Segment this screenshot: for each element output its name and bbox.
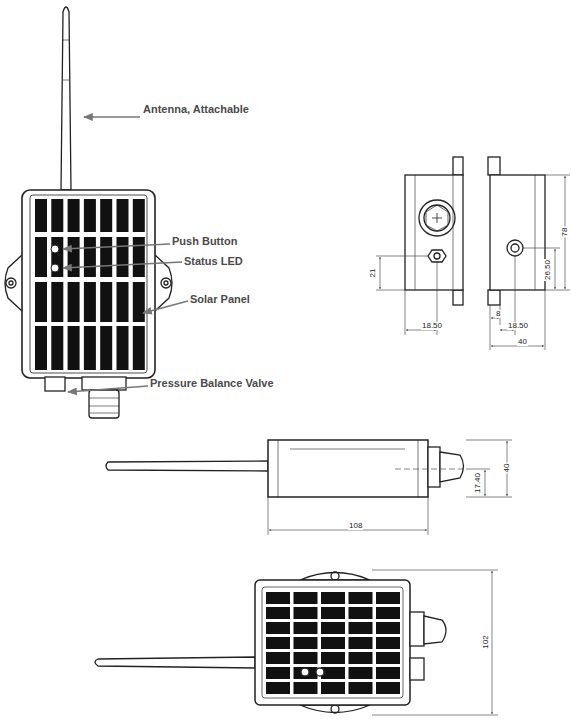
dimension: 18.50 [507, 322, 529, 330]
solar-cell [133, 282, 145, 322]
dimension: 108 [348, 522, 363, 530]
dimension: 21 [369, 268, 377, 279]
solar-cell [35, 326, 47, 370]
solar-cell [376, 652, 400, 664]
callout-label: Status LED [184, 256, 243, 267]
solar-cell [349, 682, 373, 694]
solar-cell [266, 592, 290, 604]
solar-cell [84, 326, 96, 370]
solar-cell [349, 607, 373, 619]
solar-cell [68, 282, 80, 322]
solar-cell [117, 237, 129, 277]
dimension: 40 [503, 463, 511, 474]
solar-cell [117, 282, 129, 322]
solar-cell [294, 652, 318, 664]
solar-cell [376, 592, 400, 604]
solar-cell [51, 199, 63, 232]
solar-cell [321, 622, 345, 634]
solar-cell [349, 622, 373, 634]
dimension: 40 [517, 338, 528, 346]
solar-cell [349, 592, 373, 604]
solar-cell [133, 237, 145, 277]
solar-cell [349, 637, 373, 649]
callout-label: Antenna, Attachable [143, 104, 249, 115]
solar-cell [321, 652, 345, 664]
solar-cell [376, 637, 400, 649]
solar-cell [84, 237, 96, 277]
solar-cell [294, 637, 318, 649]
solar-cell [294, 622, 318, 634]
solar-cell [266, 667, 290, 679]
solar-cell [51, 282, 63, 322]
solar-cell [376, 607, 400, 619]
solar-cell [68, 237, 80, 277]
solar-cell [100, 326, 112, 370]
solar-cell [376, 622, 400, 634]
solar-cell [376, 682, 400, 694]
solar-cell [376, 667, 400, 679]
solar-cell [321, 667, 345, 679]
solar-cell [266, 607, 290, 619]
solar-cell [349, 652, 373, 664]
dimension: 17.40 [474, 472, 482, 494]
solar-cell [266, 652, 290, 664]
solar-cell [35, 199, 47, 232]
solar-cell [133, 326, 145, 370]
solar-cell [266, 637, 290, 649]
solar-cell [294, 667, 318, 679]
solar-cell [266, 682, 290, 694]
solar-cell [84, 199, 96, 232]
solar-cell [117, 326, 129, 370]
solar-cell [294, 682, 318, 694]
callout-label: Pressure Balance Valve [150, 378, 274, 389]
solar-cell [68, 326, 80, 370]
dimension: 8 [495, 310, 501, 318]
callout-label: Solar Panel [190, 294, 250, 305]
solar-cell [294, 607, 318, 619]
dimension: 78 [561, 227, 569, 238]
solar-cell [294, 592, 318, 604]
solar-cell [266, 622, 290, 634]
solar-cell [35, 282, 47, 322]
solar-cell [321, 607, 345, 619]
solar-cell [100, 237, 112, 277]
solar-cell [117, 199, 129, 232]
solar-cell [321, 637, 345, 649]
callout-label: Push Button [172, 236, 237, 247]
dimension: 26.50 [544, 259, 552, 281]
solar-cell [349, 667, 373, 679]
solar-cell [321, 682, 345, 694]
solar-cell [68, 199, 80, 232]
solar-cell [100, 282, 112, 322]
dimension: 102 [482, 634, 490, 649]
solar-cell [100, 199, 112, 232]
dimension: 18.50 [421, 322, 443, 330]
solar-cell [84, 282, 96, 322]
solar-cell [321, 592, 345, 604]
solar-cell [51, 237, 63, 277]
solar-cell [133, 199, 145, 232]
solar-cell [35, 237, 47, 277]
solar-cell [51, 326, 63, 370]
